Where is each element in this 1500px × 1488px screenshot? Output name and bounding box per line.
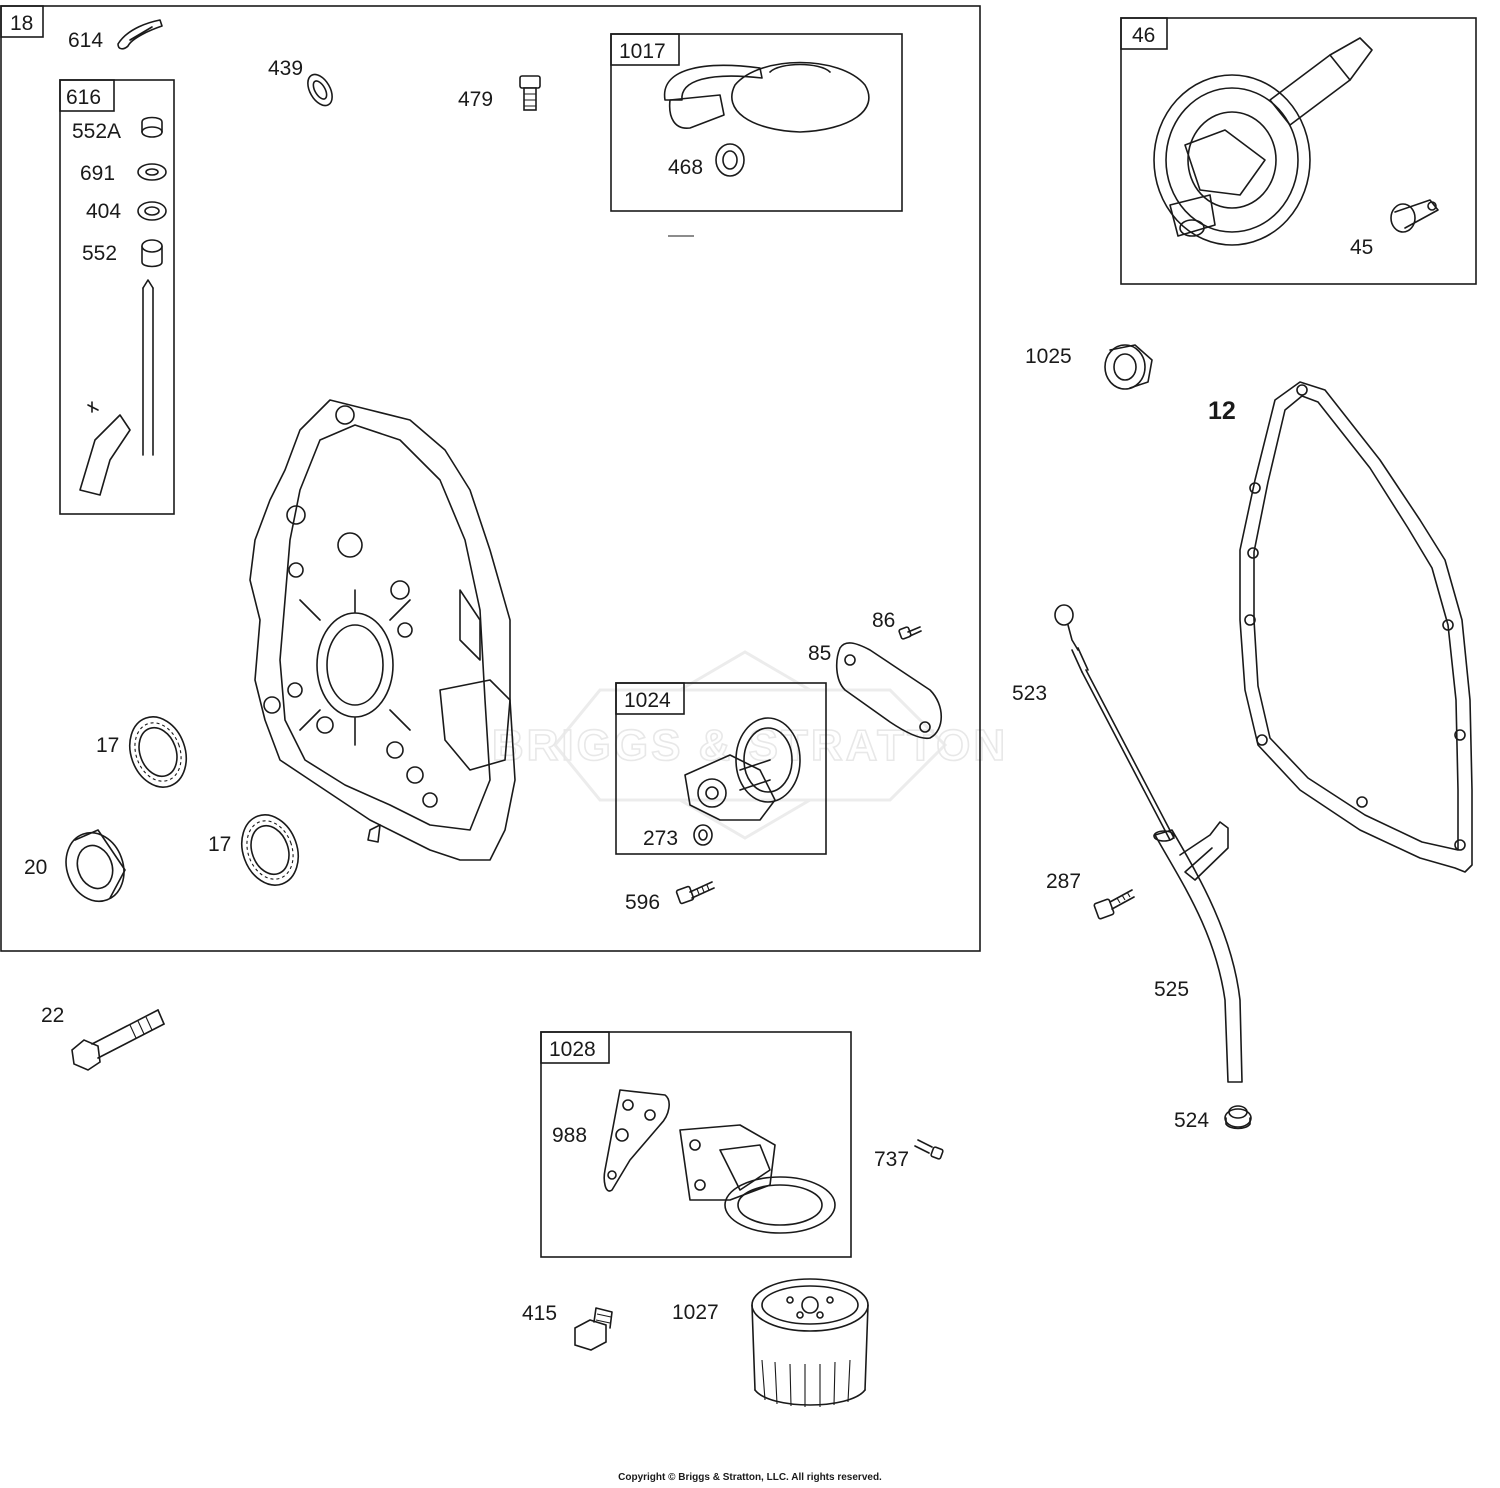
callout-614: 614	[68, 29, 103, 52]
callout-273: 273	[643, 827, 678, 850]
crankcase-cover-drawing	[249, 399, 516, 861]
washer-439-drawing	[307, 73, 333, 107]
assembly-label-1024: 1024	[624, 689, 671, 712]
dipstick-cap-524-drawing	[1224, 1105, 1252, 1130]
oil-pickup-screen-drawing	[663, 61, 870, 177]
oil-pump-drawing	[684, 717, 801, 846]
callout-17-lower: 17	[208, 833, 231, 856]
callout-439: 439	[268, 57, 303, 80]
callout-404: 404	[86, 200, 121, 223]
governor-parts-drawing	[79, 116, 167, 496]
bolt-479-drawing	[519, 75, 541, 111]
assembly-box-1028: 1028	[540, 1031, 852, 1258]
assembly-label-1028: 1028	[549, 1038, 596, 1061]
callout-287: 287	[1046, 870, 1081, 893]
screw-86-drawing	[898, 626, 922, 640]
brand-watermark: BRIGGS & STRATTON	[491, 650, 1008, 840]
callout-1025: 1025	[1025, 345, 1072, 368]
callout-22: 22	[41, 1004, 64, 1027]
callout-988: 988	[552, 1124, 587, 1147]
callout-552a: 552A	[72, 120, 121, 143]
callout-523: 523	[1012, 682, 1047, 705]
bearing-17-lower-drawing	[240, 814, 300, 886]
assembly-label-1017: 1017	[619, 40, 666, 63]
callout-12: 12	[1208, 397, 1236, 425]
drain-plug-415-drawing	[574, 1307, 613, 1351]
assembly-box-18: 18	[0, 5, 981, 952]
bolt-22-drawing	[71, 1009, 165, 1071]
copyright-notice: Copyright © Briggs & Stratton, LLC. All …	[618, 1472, 882, 1483]
callout-86: 86	[872, 609, 895, 632]
callout-552: 552	[82, 242, 117, 265]
callout-525: 525	[1154, 978, 1189, 1001]
callout-20: 20	[24, 856, 47, 879]
cover-plate-85-drawing	[835, 642, 943, 740]
oil-seal-20-drawing	[65, 829, 126, 903]
dipstick-523-drawing	[1054, 604, 1175, 841]
assembly-label-18: 18	[10, 12, 33, 35]
assembly-box-46: 46	[1120, 17, 1477, 285]
callout-85: 85	[808, 642, 831, 665]
hair-pin-clip-drawing	[117, 19, 163, 50]
callout-labels: 614 439 479 468 552A 691 404 552 17 17 2…	[24, 29, 1373, 1325]
callout-45: 45	[1350, 236, 1373, 259]
watermark-text: BRIGGS & STRATTON	[492, 721, 1008, 770]
callout-17-upper: 17	[96, 734, 119, 757]
callout-479: 479	[458, 88, 493, 111]
callout-524: 524	[1174, 1109, 1209, 1132]
bolt-596-drawing	[675, 881, 715, 905]
oil-filter-1027-drawing	[751, 1278, 869, 1407]
callout-1027: 1027	[672, 1301, 719, 1324]
bolt-287-drawing	[1093, 889, 1135, 920]
assembly-label-616: 616	[66, 86, 101, 109]
callout-415: 415	[522, 1302, 557, 1325]
callout-468: 468	[668, 156, 703, 179]
filter-adapter-drawing	[679, 1124, 836, 1234]
dipstick-tube-525-drawing	[1153, 821, 1243, 1083]
callout-737: 737	[874, 1148, 909, 1171]
callout-596: 596	[625, 891, 660, 914]
assembly-box-616: 616	[59, 79, 175, 515]
gasket-12-drawing	[1239, 381, 1473, 873]
assembly-box-1017: 1017	[610, 33, 903, 237]
gasket-988-drawing	[603, 1089, 670, 1192]
camshaft-drawing	[1153, 37, 1439, 246]
bearing-17-upper-drawing	[128, 716, 188, 788]
spacer-1025-drawing	[1104, 344, 1153, 390]
callout-691: 691	[80, 162, 115, 185]
assembly-box-1024: 1024	[615, 682, 827, 855]
assembly-label-46: 46	[1132, 24, 1155, 47]
screw-737-drawing	[914, 1139, 944, 1160]
